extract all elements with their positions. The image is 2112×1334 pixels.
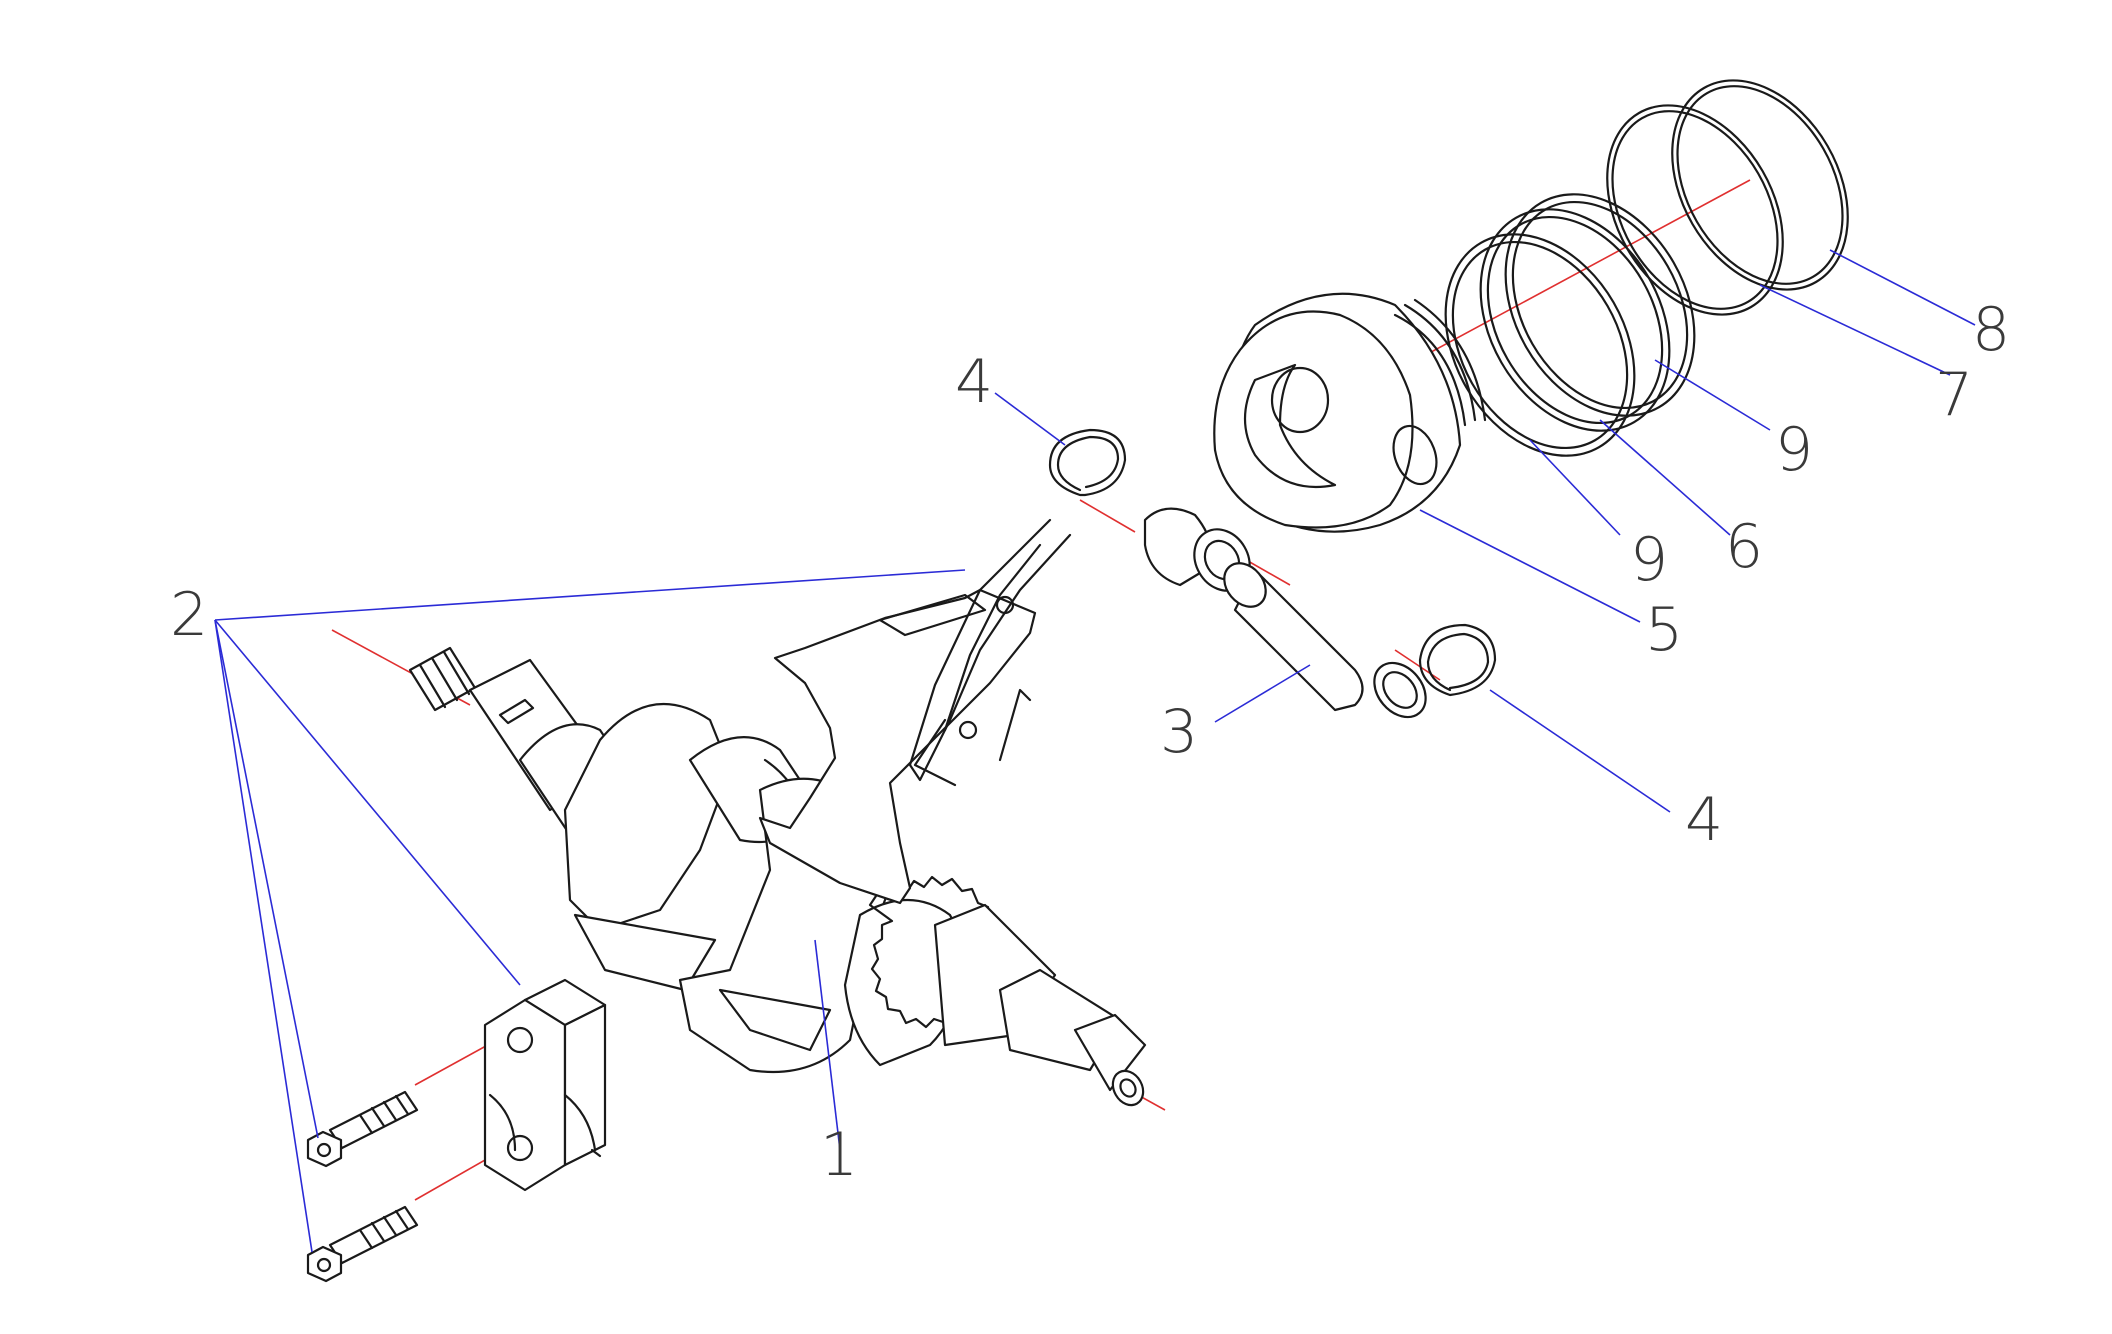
rod-cap	[483, 978, 607, 1192]
callout-5: 5	[1645, 595, 1683, 665]
callout-4-top: 4	[955, 347, 993, 417]
callout-8: 8	[1972, 295, 2010, 365]
piston	[1213, 292, 1487, 533]
callout-6: 6	[1725, 512, 1763, 582]
crankshaft	[408, 646, 1147, 1107]
piston-rings	[1444, 79, 1849, 457]
leader-lines	[214, 249, 1976, 1253]
callout-3: 3	[1160, 697, 1198, 767]
callout-2: 2	[170, 580, 208, 650]
connecting-rod	[758, 507, 1251, 905]
callout-9-center: 9	[1775, 415, 1813, 485]
callout-1: 1	[820, 1120, 858, 1190]
callout-4-bottom: 4	[1685, 785, 1723, 855]
callout-9-left: 9	[1630, 525, 1668, 595]
circlips	[1048, 428, 1497, 697]
rod-bolts	[306, 1090, 419, 1283]
piston-pin	[1223, 562, 1427, 719]
callout-7: 7	[1935, 360, 1973, 430]
callout-labels: 2 1 3 4 4 5 6 7 8 9 9 9	[170, 295, 2010, 1190]
